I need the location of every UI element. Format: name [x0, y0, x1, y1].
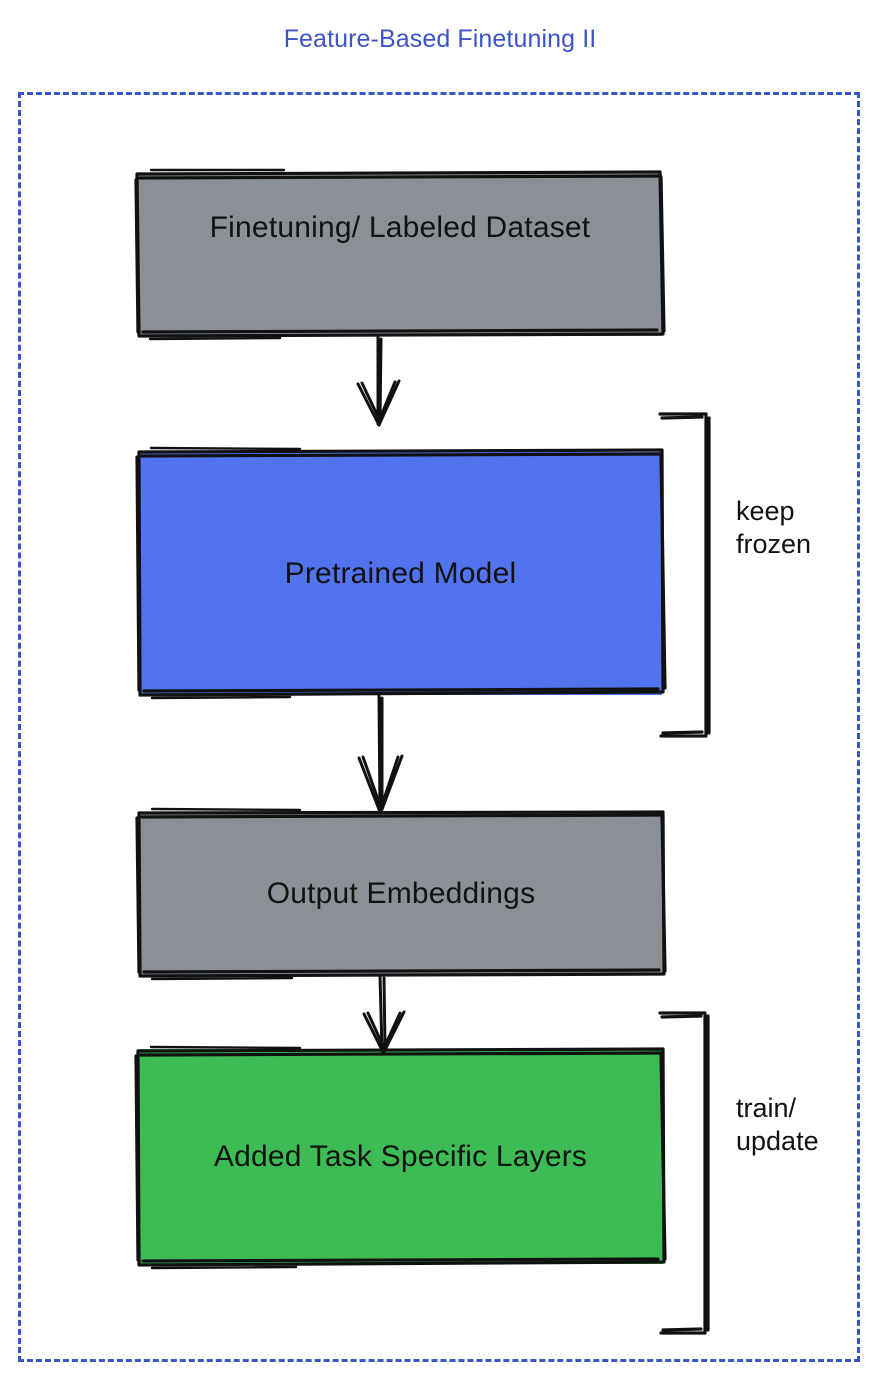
node-pretrained-model[interactable]: Pretrained Model: [139, 452, 662, 695]
node-label: Pretrained Model: [284, 556, 517, 590]
annotation-train-update: train/ update: [736, 1093, 819, 1156]
node-output-embeddings[interactable]: Output Embeddings: [139, 813, 663, 975]
annotation-keep-frozen: keep frozen: [736, 496, 812, 559]
node-label: Finetuning/ Labeled Dataset: [209, 211, 591, 244]
node-label: Added Task Specific Layers: [213, 1139, 588, 1173]
node-label: Output Embeddings: [266, 877, 536, 910]
node-finetuning-labeled-dataset[interactable]: Finetuning/ Labeled Dataset: [138, 174, 662, 336]
dashed-group-frame: [18, 92, 860, 1362]
node-added-task-specific-layers[interactable]: Added Task Specific Layers: [138, 1049, 663, 1264]
page-title: Feature-Based Finetuning II: [283, 25, 597, 53]
